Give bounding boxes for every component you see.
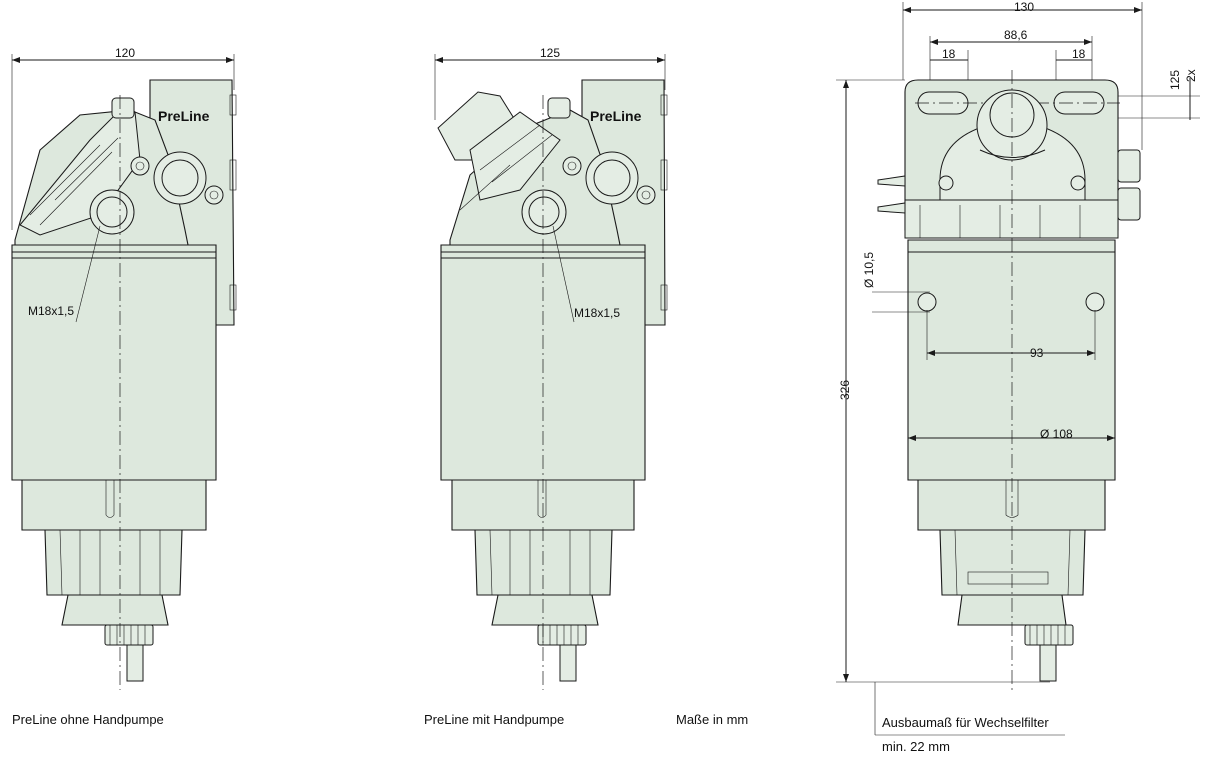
dim-right-total-width: 130 bbox=[1014, 0, 1035, 14]
caption-service-min: min. 22 mm bbox=[882, 739, 950, 754]
dim-right-hole-dia: Ø 10,5 bbox=[862, 251, 876, 288]
dim-right-slot-right: 18 bbox=[1072, 47, 1086, 61]
filter-front-view bbox=[836, 2, 1200, 736]
dim-right-top-2x: 2x bbox=[1184, 69, 1198, 82]
caption-units: Maße in mm bbox=[676, 712, 749, 727]
caption-with-handpump: PreLine mit Handpumpe bbox=[424, 712, 565, 727]
caption-service-clearance: Ausbaumaß für Wechselfilter bbox=[882, 715, 1049, 730]
preline-logo-middle: PreLine bbox=[590, 108, 642, 124]
dim-right-slot-left: 18 bbox=[942, 47, 956, 61]
dim-right-height: 326 bbox=[838, 379, 852, 400]
dim-left-width: 120 bbox=[115, 46, 136, 60]
caption-without-handpump: PreLine ohne Handpumpe bbox=[12, 712, 164, 727]
dim-right-bowl-dia: Ø 108 bbox=[1040, 427, 1073, 441]
dim-left-thread: M18x1,5 bbox=[28, 304, 75, 318]
dim-mid-width: 125 bbox=[540, 46, 561, 60]
dim-mid-thread: M18x1,5 bbox=[574, 306, 621, 320]
preline-logo-left: PreLine bbox=[158, 108, 210, 124]
filter-with-handpump bbox=[434, 54, 668, 690]
dim-right-hole-distance: 93 bbox=[1030, 346, 1044, 360]
filter-without-handpump bbox=[11, 54, 237, 690]
dim-right-top-125: 125 bbox=[1168, 69, 1182, 90]
dim-right-hole-spacing: 88,6 bbox=[1004, 28, 1028, 42]
